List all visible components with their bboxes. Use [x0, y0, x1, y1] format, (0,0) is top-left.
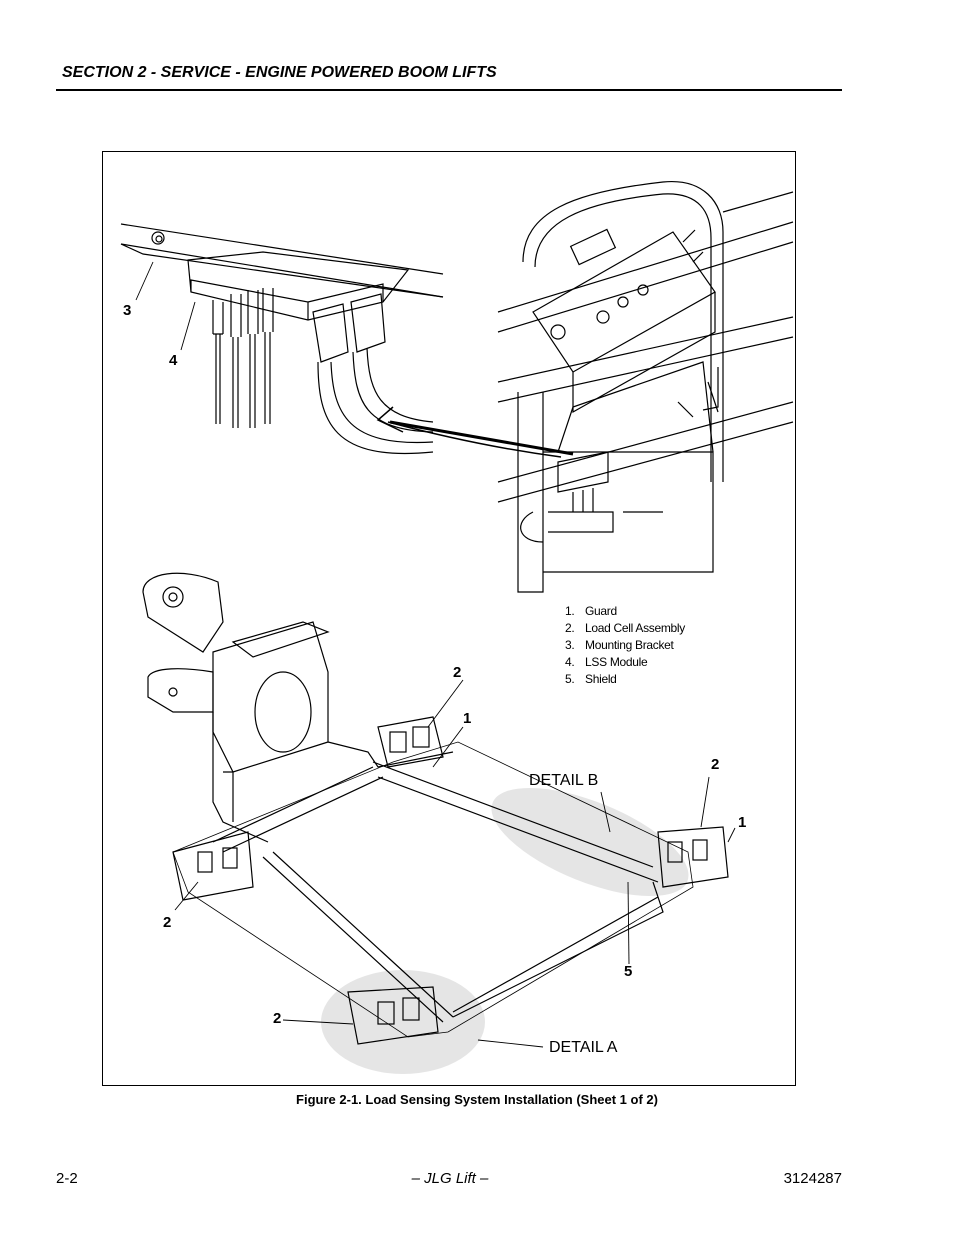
detail-b-highlight	[491, 787, 689, 897]
legend-item: 3.Mounting Bracket	[565, 638, 674, 652]
figure-legend: 1.Guard 2.Load Cell Assembly 3.Mounting …	[565, 603, 685, 688]
detail-a-highlight	[321, 970, 485, 1074]
callout-2-detail-a: 2	[273, 1010, 282, 1027]
section-header: SECTION 2 - SERVICE - ENGINE POWERED BOO…	[62, 64, 497, 81]
header-rule	[56, 89, 842, 91]
document-number: 3124287	[783, 1170, 842, 1187]
callout-2-upper: 2	[453, 664, 462, 681]
legend-item: 5.Shield	[565, 672, 617, 686]
arrow-to-control-box	[376, 406, 574, 458]
lss-module-drawing	[120, 223, 444, 455]
legend-item: 2.Load Cell Assembly	[565, 621, 685, 635]
callout-1-right: 1	[738, 814, 747, 831]
figure-caption: Figure 2-1. Load Sensing System Installa…	[296, 1092, 658, 1107]
legend-item: 4.LSS Module	[565, 655, 648, 669]
callout-2-right: 2	[711, 756, 720, 773]
callout-3: 3	[123, 302, 132, 319]
footer-brand: – JLG Lift –	[411, 1170, 489, 1187]
detail-a-label: DETAIL A	[549, 1039, 618, 1056]
callout-5: 5	[624, 963, 633, 980]
control-box-drawing	[497, 180, 794, 593]
detail-b-label: DETAIL B	[529, 772, 599, 789]
callout-2-left: 2	[163, 914, 172, 931]
callout-1-upper: 1	[463, 710, 472, 727]
base-frame-drawing	[142, 572, 729, 1045]
callout-4: 4	[169, 352, 178, 369]
figure-frame: 3 4 2 1 2 1 2 2 5 DETAIL B DETAIL A 1.Gu…	[102, 151, 796, 1086]
technical-illustration	[120, 180, 794, 1074]
legend-item: 1.Guard	[565, 604, 617, 618]
leader-lines	[135, 261, 736, 1048]
page-number: 2-2	[56, 1170, 78, 1187]
